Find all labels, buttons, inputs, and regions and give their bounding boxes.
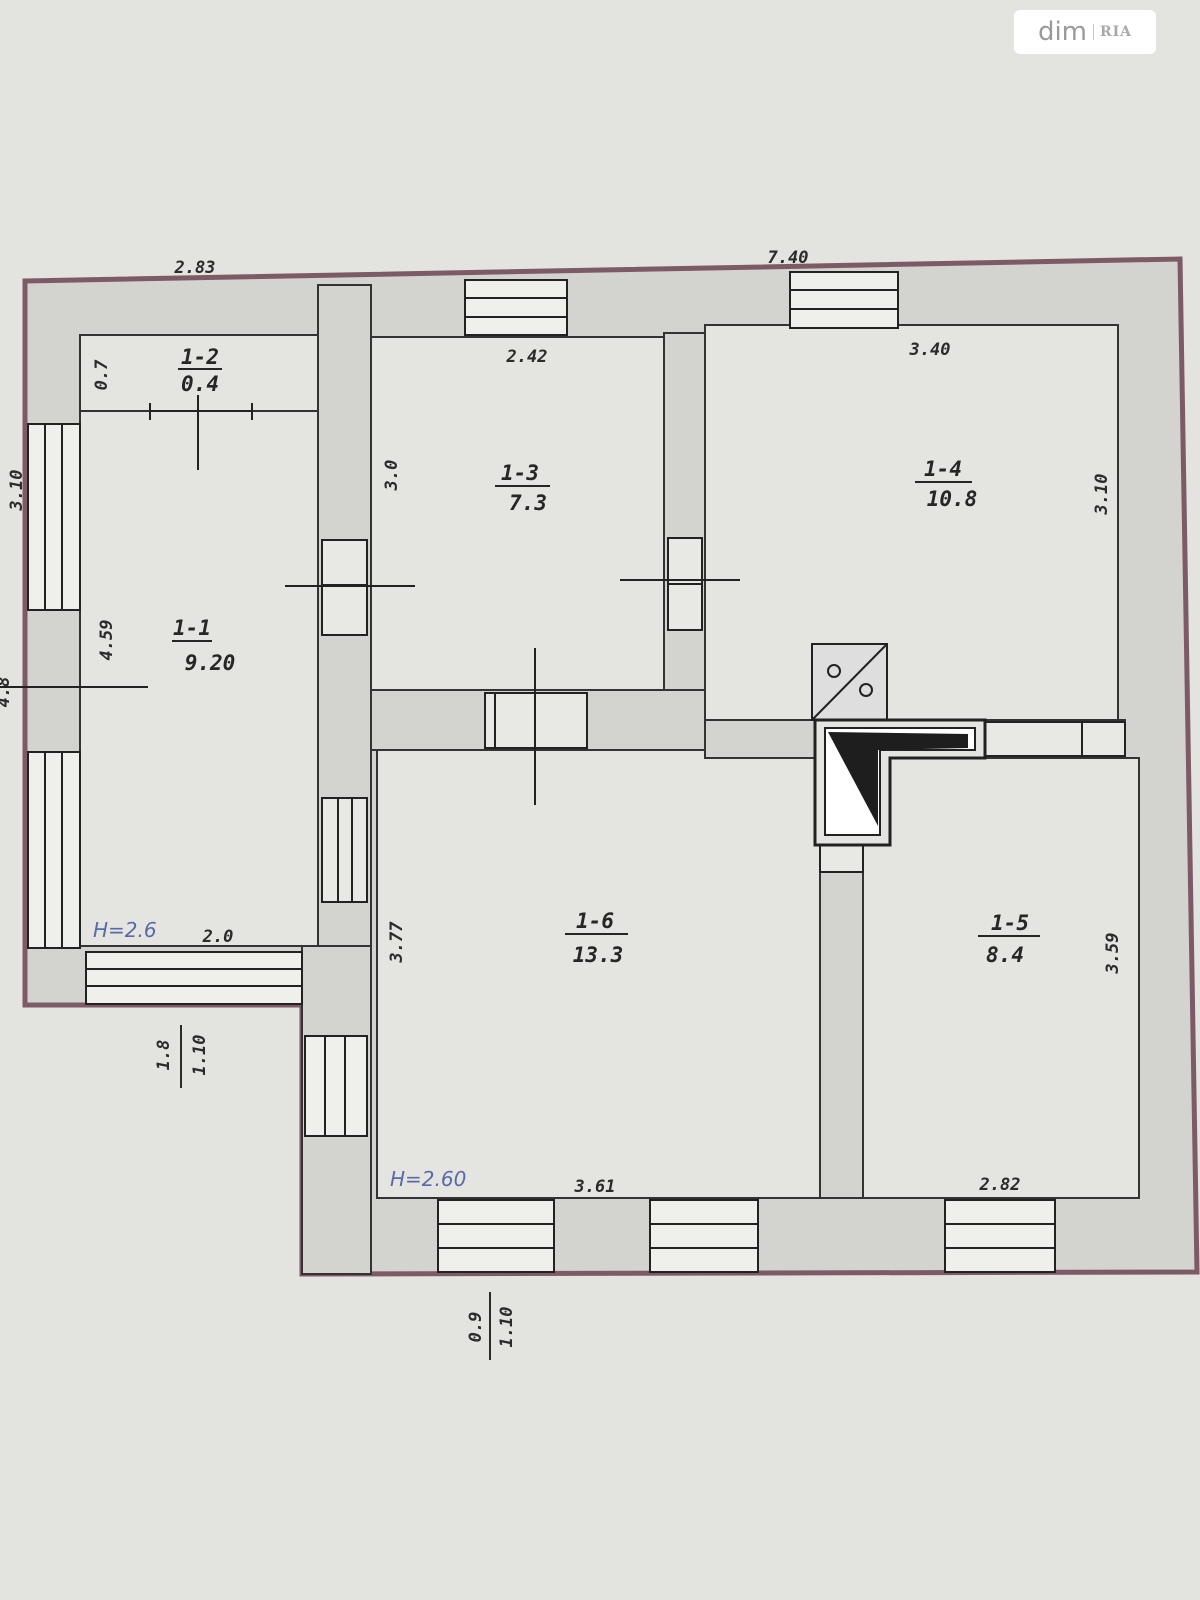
svg-text:9.20: 9.20 <box>185 651 236 675</box>
dim-left-cut: 4.8 <box>0 677 14 708</box>
room-1-1-floor <box>79 410 319 947</box>
dim-left-length: 3.10 <box>7 470 27 512</box>
room-1-2-label: 1-2 0.4 <box>178 345 222 396</box>
room-1-4-floor <box>704 324 1119 721</box>
dim-room6-width: 3.61 <box>574 1177 616 1197</box>
dim-room3-width: 2.42 <box>506 347 548 367</box>
window-north-2 <box>789 271 899 329</box>
svg-text:1.10: 1.10 <box>497 1307 517 1348</box>
dim-room5-depth: 3.59 <box>1103 933 1123 975</box>
window-west-upper <box>27 423 81 611</box>
svg-text:1-5: 1-5 <box>991 911 1029 935</box>
wall-room6-room5 <box>819 839 864 1199</box>
window-west-lower <box>27 751 81 949</box>
window-fraction-south: 0.9 1.10 <box>466 1292 517 1360</box>
dim-room2-depth: 0.7 <box>92 359 112 390</box>
svg-text:1-6: 1-6 <box>576 909 614 933</box>
door-swing-marks <box>0 395 740 805</box>
room-1-3-floor <box>370 336 665 691</box>
height-main: H=2.60 <box>390 1167 466 1191</box>
svg-text:1-2: 1-2 <box>181 345 219 369</box>
door-left-partition-upper <box>321 539 368 636</box>
window-south-1 <box>437 1199 555 1273</box>
dim-room1-depth: 4.59 <box>97 620 117 661</box>
dim-top-right-length: 7.40 <box>768 248 809 268</box>
dim-room1-width: 2.0 <box>202 927 234 947</box>
svg-text:1-3: 1-3 <box>501 461 539 485</box>
wall-room3-room4 <box>663 332 706 739</box>
room-1-6-label: 1-6 13.3 <box>565 909 628 967</box>
svg-text:0.4: 0.4 <box>181 372 219 396</box>
svg-text:0.9: 0.9 <box>466 1312 486 1343</box>
window-fraction-west: 1.8 1.10 <box>154 1025 210 1088</box>
svg-text:13.3: 13.3 <box>573 943 624 967</box>
svg-text:7.3: 7.3 <box>509 491 547 515</box>
dim-top-left-length: 2.83 <box>174 258 216 278</box>
watermark-sub: RIA <box>1093 24 1132 40</box>
room-1-5-floor <box>862 757 1140 1199</box>
dim-room4-depth: 3.10 <box>1092 474 1112 516</box>
room-1-5-label: 1-5 8.4 <box>978 911 1040 967</box>
window-west-main <box>304 1035 368 1137</box>
door-room4-room5 <box>984 721 1126 757</box>
stove-firebox <box>813 718 987 847</box>
dim-room5-width: 2.82 <box>979 1175 1021 1195</box>
room-1-1-label: 1-1 9.20 <box>172 616 235 675</box>
dim-room6-depth: 3.77 <box>387 921 407 964</box>
window-north-1 <box>464 279 568 336</box>
window-left-south <box>85 951 303 1005</box>
watermark-brand: dim <box>1037 17 1087 47</box>
window-south-2 <box>649 1199 759 1273</box>
svg-text:1-1: 1-1 <box>173 616 211 640</box>
svg-text:8.4: 8.4 <box>986 943 1024 967</box>
svg-text:1-4: 1-4 <box>924 457 962 481</box>
dim-room3-depth: 3.0 <box>382 460 402 492</box>
svg-text:1.8: 1.8 <box>154 1040 174 1071</box>
svg-text:10.8: 10.8 <box>927 487 978 511</box>
dim-room4-width: 3.40 <box>909 340 951 360</box>
window-south-3 <box>944 1199 1056 1273</box>
door-left-partition-lower <box>321 797 368 903</box>
room-1-4-label: 1-4 10.8 <box>915 457 977 511</box>
svg-text:1.10: 1.10 <box>190 1035 210 1076</box>
room-1-6-floor <box>376 749 821 1199</box>
door-room3-room4 <box>667 537 703 631</box>
height-left-wing: H=2.6 <box>93 918 157 942</box>
room-1-3-label: 1-3 7.3 <box>495 461 550 515</box>
watermark-logo: dim RIA <box>1014 10 1156 54</box>
stove-chimney <box>811 643 888 721</box>
